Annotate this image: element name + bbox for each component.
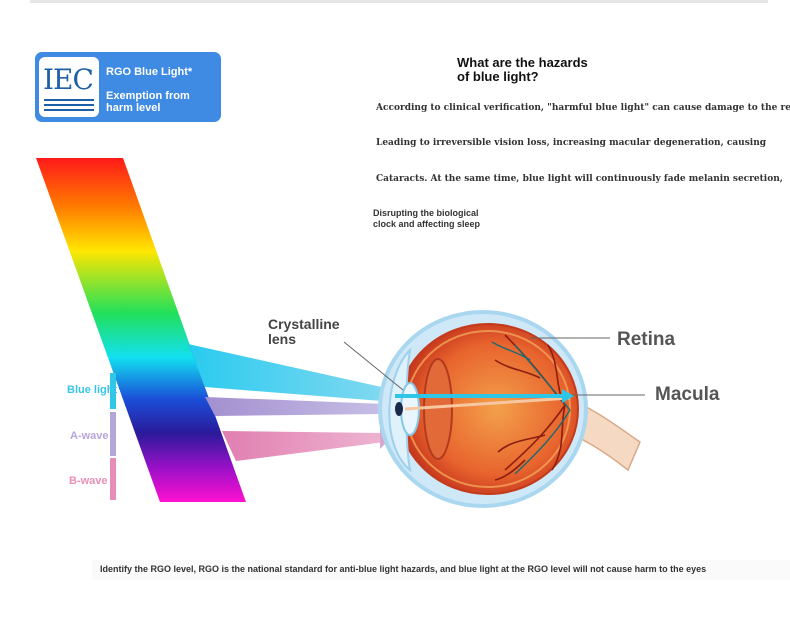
- iec-logo: IEC: [39, 57, 99, 117]
- retina-label: Retina: [617, 329, 676, 350]
- crystalline-lens-label: Crystalline lens: [268, 316, 340, 347]
- pupil: [395, 402, 403, 416]
- badge-title: RGO Blue Light*: [106, 66, 193, 78]
- rgo-footnote: Identify the RGO level, RGO is the natio…: [92, 560, 790, 580]
- veins: [491, 341, 571, 475]
- a-wave-beam: [205, 397, 385, 416]
- iris: [423, 358, 453, 460]
- blue-light-beam: [188, 344, 395, 402]
- b-wave-label: B-wave: [69, 475, 108, 487]
- hazard-paragraph-3: Cataracts. At the same time, blue light …: [376, 174, 783, 184]
- a-wave-marker: [110, 412, 116, 456]
- a-wave-label: A-wave: [70, 430, 109, 442]
- blue-light-label: Blue light: [67, 384, 118, 396]
- hazard-paragraph-4: Disrupting the biological clock and affe…: [373, 208, 481, 229]
- blue-light-arrowhead: [562, 389, 574, 403]
- hazards-title: What are the hazards of blue light?: [457, 55, 588, 84]
- iec-logo-text: IEC: [43, 63, 94, 96]
- hazard-paragraph-2: Leading to irreversible vision loss, inc…: [376, 138, 767, 148]
- optical-axis: [404, 396, 571, 411]
- b-wave-beam: [222, 431, 385, 461]
- blue-light-marker: [110, 373, 116, 409]
- iec-logo-lines: [44, 99, 94, 114]
- top-divider: [30, 0, 768, 3]
- hazard-paragraph-1: According to clinical verification, "har…: [376, 103, 790, 113]
- blood-vessels: [494, 334, 566, 481]
- iec-badge: IEC RGO Blue Light* Exemption from harm …: [35, 52, 221, 122]
- spectrum-band: [36, 158, 246, 502]
- badge-subtitle: Exemption from harm level: [106, 90, 190, 114]
- b-wave-marker: [110, 458, 116, 500]
- lens-leader-line: [343, 341, 404, 391]
- macula-label: Macula: [655, 384, 720, 405]
